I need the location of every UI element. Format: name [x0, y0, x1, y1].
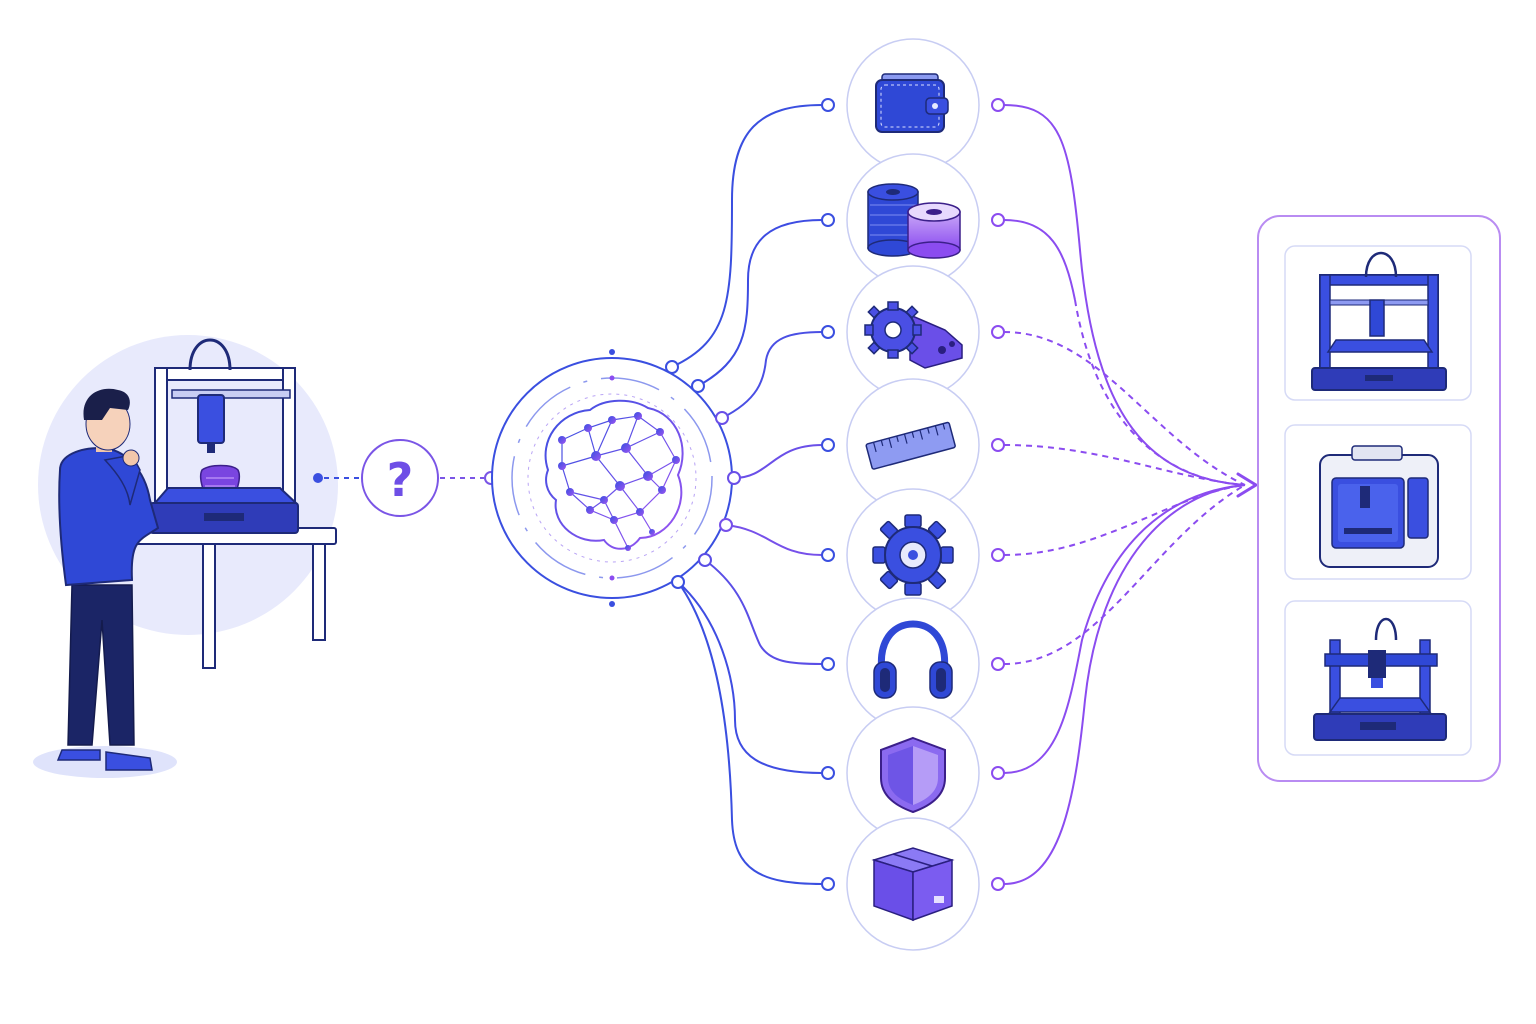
- factor-nodes: [846, 38, 980, 951]
- cog-icon: [872, 514, 954, 596]
- factor-to-result-lines: [1003, 104, 1246, 885]
- filament-spools-icon: [867, 183, 961, 259]
- headphones-icon: [873, 620, 953, 699]
- factor-node-filament: [846, 153, 980, 287]
- factor-node-budget: [846, 38, 980, 172]
- floor-shadow: [33, 746, 177, 778]
- factor-node-support: [846, 597, 980, 731]
- results-panel: [1257, 215, 1501, 782]
- factor-node-settings: [846, 488, 980, 622]
- desk-printer-icon: [149, 338, 299, 534]
- question-mark-icon: ?: [387, 453, 414, 507]
- gear-bracket-icon: [864, 301, 963, 369]
- brain-network-icon: [544, 399, 684, 551]
- person-scene: [33, 335, 338, 778]
- wallet-icon: [875, 73, 949, 133]
- factor-node-build-size: [846, 378, 980, 512]
- arrow-head-icon: [1236, 472, 1258, 498]
- enclosed-printer-icon: [1319, 445, 1439, 568]
- box-icon: [871, 847, 955, 922]
- question-bubble: ?: [361, 439, 439, 517]
- ruler-icon: [865, 421, 956, 470]
- hub-to-factor-lines: [671, 104, 823, 885]
- person-illustration: [56, 388, 160, 771]
- factor-node-shipping: [846, 817, 980, 951]
- result-card-enclosed[interactable]: [1284, 424, 1472, 580]
- factor-right-port-dots: [991, 98, 1005, 891]
- factor-left-port-dots: [821, 98, 835, 891]
- factor-node-parts: [846, 265, 980, 399]
- shield-icon: [880, 736, 946, 814]
- result-card-bedslinger[interactable]: [1284, 600, 1472, 756]
- result-card-open-frame[interactable]: [1284, 245, 1472, 401]
- cube-frame-printer-icon: [1311, 251, 1447, 391]
- hub-port-dots: [665, 360, 741, 589]
- bedslinger-printer-icon: [1313, 618, 1447, 741]
